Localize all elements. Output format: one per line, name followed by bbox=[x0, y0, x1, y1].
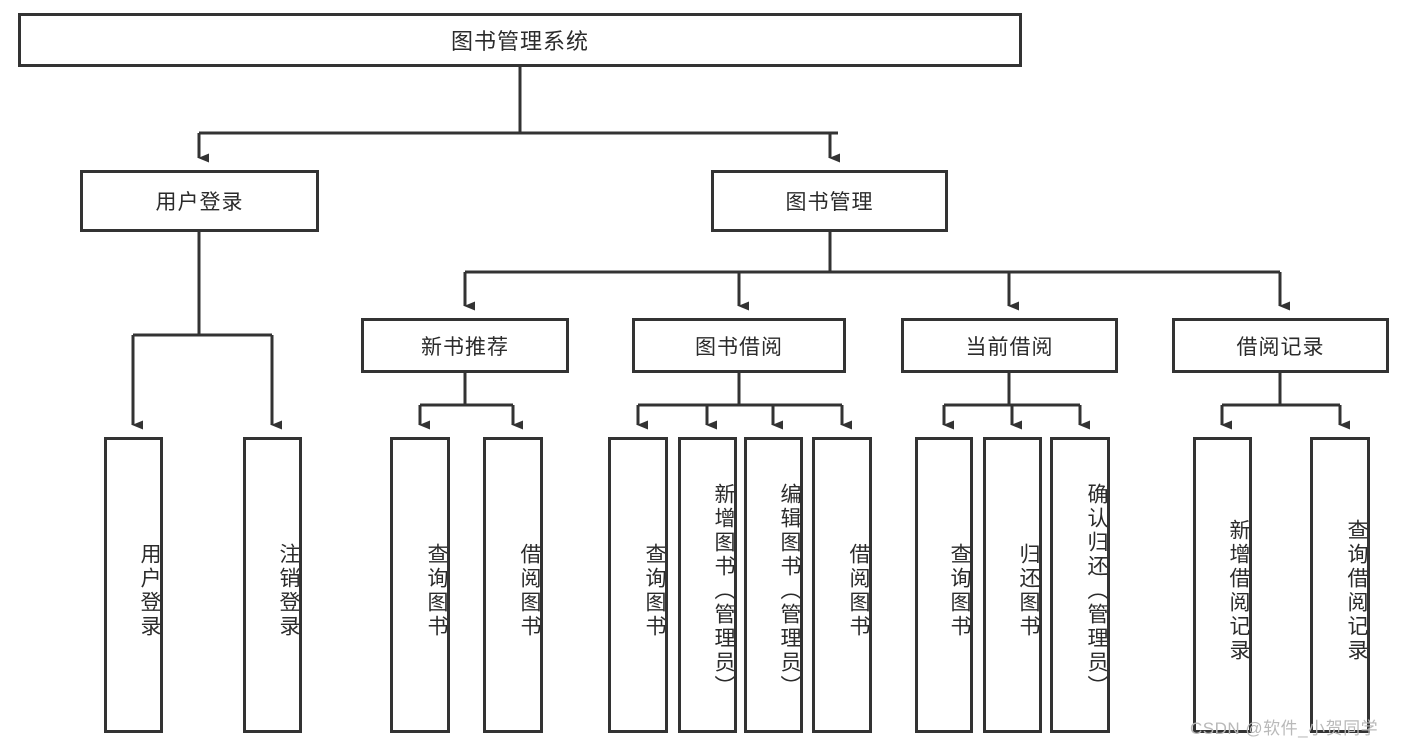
node-leaf-return-book[interactable]: 归还图书 bbox=[983, 437, 1042, 733]
node-leaf-borrow-book-1[interactable]: 借阅图书 bbox=[483, 437, 543, 733]
node-leaf-query-book-2[interactable]: 查询图书 bbox=[608, 437, 668, 733]
node-leaf-user-logout[interactable]: 注销登录 bbox=[243, 437, 302, 733]
node-leaf-add-book[interactable]: 新增图书（管理员） bbox=[678, 437, 737, 733]
node-borrow-record[interactable]: 借阅记录 bbox=[1172, 318, 1389, 373]
node-leaf-query-book-1[interactable]: 查询图书 bbox=[390, 437, 450, 733]
node-leaf-user-login[interactable]: 用户登录 bbox=[104, 437, 163, 733]
node-leaf-edit-book[interactable]: 编辑图书（管理员） bbox=[744, 437, 803, 733]
node-leaf-query-book-3[interactable]: 查询图书 bbox=[915, 437, 973, 733]
node-leaf-query-borrow-record[interactable]: 查询借阅记录 bbox=[1310, 437, 1370, 733]
node-root[interactable]: 图书管理系统 bbox=[18, 13, 1022, 67]
node-leaf-add-borrow-record[interactable]: 新增借阅记录 bbox=[1193, 437, 1252, 733]
node-book-manage[interactable]: 图书管理 bbox=[711, 170, 948, 232]
node-new-book-recommend[interactable]: 新书推荐 bbox=[361, 318, 569, 373]
node-leaf-borrow-book-2[interactable]: 借阅图书 bbox=[812, 437, 872, 733]
node-leaf-confirm-return[interactable]: 确认归还（管理员） bbox=[1050, 437, 1110, 733]
csdn-watermark: CSDN @软件_小贺同学 bbox=[1190, 719, 1379, 738]
node-current-borrow[interactable]: 当前借阅 bbox=[901, 318, 1118, 373]
node-user-login[interactable]: 用户登录 bbox=[80, 170, 319, 232]
node-book-borrow[interactable]: 图书借阅 bbox=[632, 318, 846, 373]
